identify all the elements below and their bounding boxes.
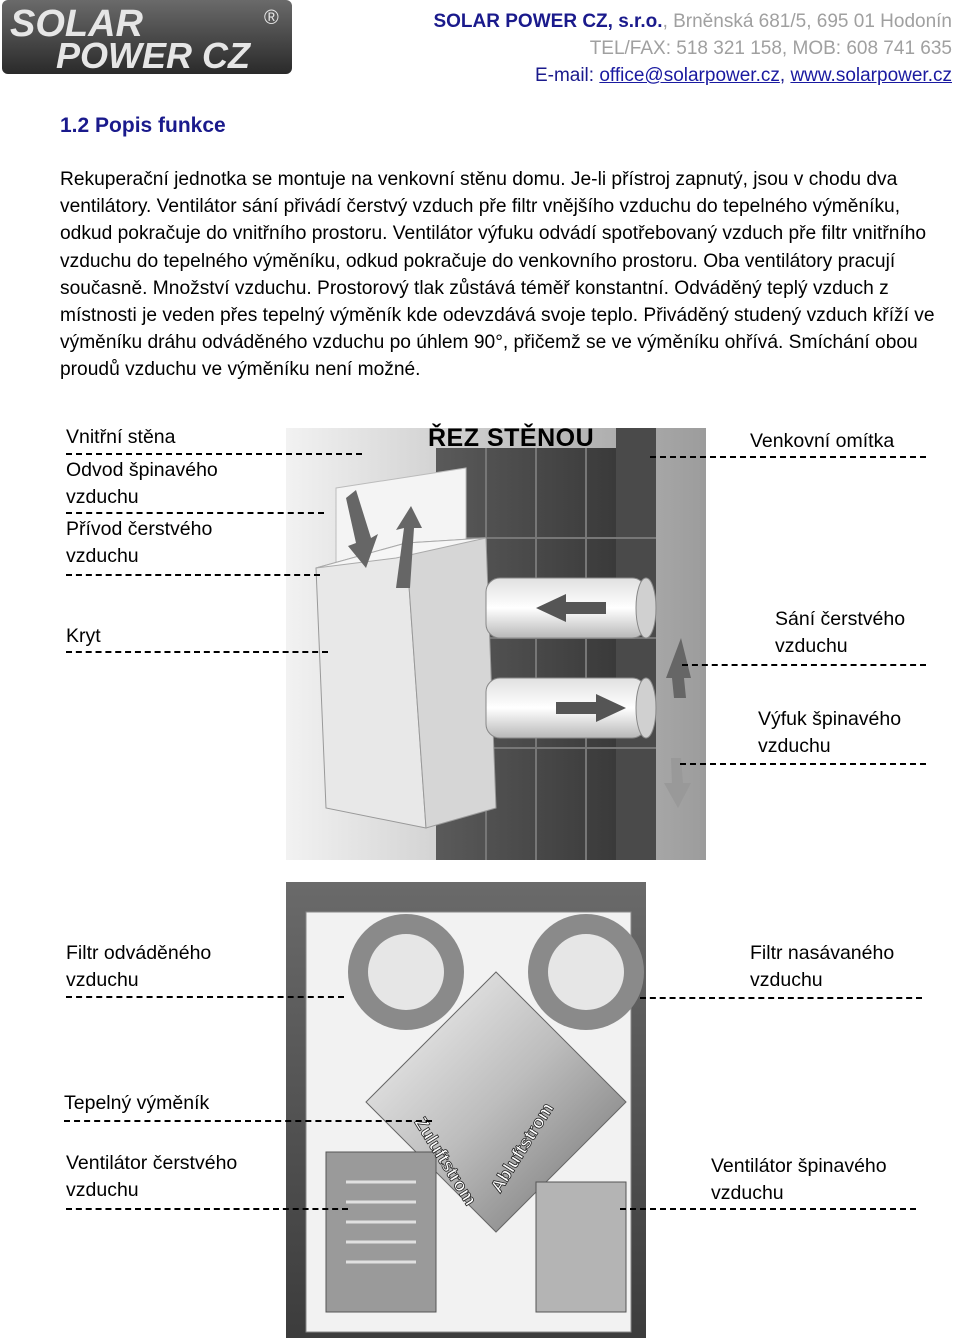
description-paragraph: Rekuperační jednotka se montuje na venko… xyxy=(60,166,955,384)
label-outlet-dirty-1: Výfuk špinavého xyxy=(758,706,901,733)
leader-intake-fresh xyxy=(682,664,926,666)
label-filter-intake-1: Filtr nasávaného xyxy=(750,940,894,967)
label-exhaust-dirty-2: vzduchu xyxy=(66,484,139,511)
label-filter-extract-2: vzduchu xyxy=(66,967,139,994)
email-label: E-mail: xyxy=(535,65,599,86)
logo-registered-mark: ® xyxy=(264,7,279,29)
label-exhaust-dirty-1: Odvod špinavého xyxy=(66,457,218,484)
section-title: 1.2 Popis funkce xyxy=(60,114,226,138)
figure-title: ŘEZ STĚNOU xyxy=(428,424,594,453)
label-heat-exchanger: Tepelný výměník xyxy=(64,1090,209,1117)
label-outer-plaster: Venkovní omítka xyxy=(750,428,894,455)
leader-outlet-dirty xyxy=(680,763,926,765)
label-intake-fresh-2: vzduchu xyxy=(775,633,848,660)
leader-inner-wall xyxy=(66,453,362,455)
contact-separator: , xyxy=(780,65,791,86)
leader-heat-exchanger xyxy=(64,1120,432,1122)
email-link[interactable]: office@solarpower.cz xyxy=(599,65,780,86)
leader-filter-extract xyxy=(66,996,344,998)
label-fan-dirty-2: vzduchu xyxy=(711,1180,784,1207)
logo-line2: POWER CZ xyxy=(56,35,252,74)
leader-fan-fresh xyxy=(66,1208,348,1210)
leader-fan-dirty xyxy=(620,1208,916,1210)
company-logo: SOLAR POWER CZ ® xyxy=(2,0,292,74)
company-name-line: SOLAR POWER CZ, s.r.o., Brněnská 681/5, … xyxy=(433,8,952,35)
label-filter-intake-2: vzduchu xyxy=(750,967,823,994)
label-cover: Kryt xyxy=(66,623,101,650)
company-name: SOLAR POWER CZ, s.r.o. xyxy=(433,11,662,32)
company-email-line: E-mail: office@solarpower.cz, www.solarp… xyxy=(433,62,952,89)
leader-supply-fresh xyxy=(66,574,320,576)
label-supply-fresh-2: vzduchu xyxy=(66,543,139,570)
label-fan-dirty-1: Ventilátor špinavého xyxy=(711,1153,887,1180)
company-address: , Brněnská 681/5, 695 01 Hodonín xyxy=(663,11,952,32)
label-intake-fresh-1: Sání čerstvého xyxy=(775,606,905,633)
label-filter-extract-1: Filtr odváděného xyxy=(66,940,211,967)
company-phone: TEL/FAX: 518 321 158, MOB: 608 741 635 xyxy=(433,35,952,62)
leader-filter-intake xyxy=(640,997,922,999)
leader-cover xyxy=(66,651,328,653)
wall-section-illustration xyxy=(286,428,706,860)
label-fan-fresh-1: Ventilátor čerstvého xyxy=(66,1150,237,1177)
label-outlet-dirty-2: vzduchu xyxy=(758,733,831,760)
label-supply-fresh-1: Přívod čerstvého xyxy=(66,516,212,543)
website-link[interactable]: www.solarpower.cz xyxy=(790,65,952,86)
leader-exhaust-dirty xyxy=(66,512,324,514)
label-fan-fresh-2: vzduchu xyxy=(66,1177,139,1204)
label-inner-wall: Vnitřní stěna xyxy=(66,424,175,451)
leader-outer-plaster xyxy=(650,456,926,458)
company-contact-block: SOLAR POWER CZ, s.r.o., Brněnská 681/5, … xyxy=(433,8,952,89)
